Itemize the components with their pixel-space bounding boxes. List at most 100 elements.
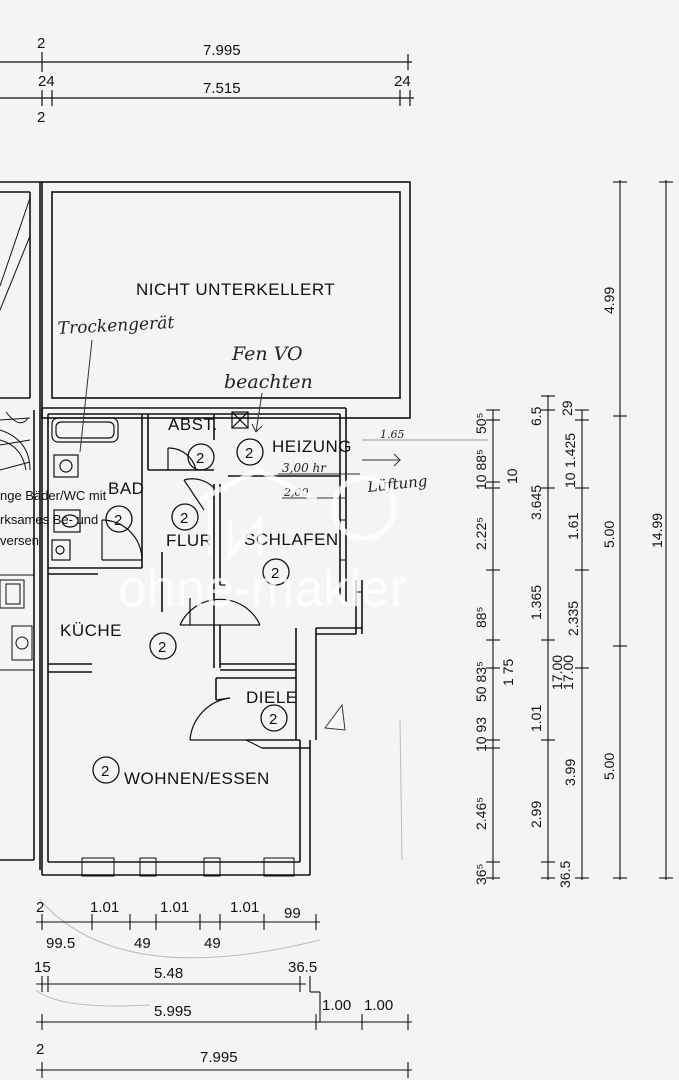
dim-c1-1: 10 88⁵ bbox=[473, 449, 489, 490]
marker-schlafen: 2 bbox=[271, 565, 279, 582]
bottom-r2-b: 49 bbox=[134, 935, 151, 952]
bathtub-icon bbox=[51, 417, 119, 443]
dim-c1-6: 2.46⁵ bbox=[473, 797, 489, 830]
bottom-r4-c: 1.00 bbox=[364, 997, 393, 1014]
toilet-icon bbox=[53, 509, 81, 533]
note-fen-vo-2: beachten bbox=[224, 371, 313, 393]
bottom-r1-d: 99 bbox=[284, 905, 301, 922]
bottom-r3-a: 5.48 bbox=[154, 965, 183, 982]
washing-machine-icon bbox=[53, 454, 79, 478]
dim-ticks-right bbox=[486, 181, 673, 879]
bottom-r5-start: 2 bbox=[36, 1041, 44, 1058]
note-h300: 3,00 hr bbox=[282, 461, 327, 475]
top-dim-b-left: 24 bbox=[38, 73, 55, 90]
dim-c4-3: 2.335 bbox=[565, 601, 581, 636]
neighbor-note-line1: nge Bäder/WC mit bbox=[0, 488, 107, 503]
room-markers bbox=[92, 438, 290, 784]
right-dimension-lines bbox=[486, 180, 673, 880]
neighbor-fixtures bbox=[0, 197, 34, 671]
bottom-r5-a: 7.995 bbox=[200, 1049, 238, 1066]
dim-c1-4: 50 83⁵ bbox=[473, 661, 489, 702]
dim-c2-3: 1.01 bbox=[528, 705, 544, 732]
dim-c1-2: 2.22⁵ bbox=[473, 517, 489, 550]
room-flur: FLUR bbox=[166, 531, 212, 550]
dim-c2-5: 36.5 bbox=[557, 861, 573, 888]
pencil-annotations bbox=[35, 339, 488, 1007]
dim-c3-2: 1.365 bbox=[528, 585, 544, 620]
top-dim-b-value: 7.515 bbox=[203, 80, 241, 97]
note-trockengeraet: Trockengerät bbox=[57, 313, 175, 339]
top-dimensions bbox=[0, 52, 414, 106]
neighbor-note-line2: rksames Be- und bbox=[0, 512, 98, 527]
note-lueftung: Lüftung bbox=[366, 472, 429, 496]
bottom-r1-start: 2 bbox=[36, 899, 44, 916]
dim-c1-7: 36⁵ bbox=[473, 864, 489, 885]
marker-diele: 2 bbox=[269, 711, 277, 728]
bottom-r4-a: 5.995 bbox=[154, 1003, 192, 1020]
doors bbox=[101, 447, 263, 749]
dim-c2-0: 6.5 bbox=[528, 406, 544, 426]
watermark-logo-icon bbox=[198, 467, 397, 562]
marker-kueche: 2 bbox=[158, 639, 166, 656]
dim-c1-3: 88⁵ bbox=[473, 607, 489, 628]
room-abst: ABST. bbox=[168, 415, 218, 434]
dim-c1-0: 50⁵ bbox=[473, 413, 489, 434]
dim-c4-0: 1.425 bbox=[562, 433, 578, 468]
marker-circle-heizung bbox=[236, 438, 264, 466]
top-dim-c-small: 2 bbox=[37, 109, 45, 126]
room-diele: DIELE bbox=[246, 688, 298, 707]
bottom-r1-b: 1.01 bbox=[160, 899, 189, 916]
dim-c2-4: 2.99 bbox=[528, 801, 544, 828]
bottom-r1-a: 1.01 bbox=[90, 899, 119, 916]
bottom-dimension-lines bbox=[36, 914, 412, 1078]
top-dim-a-small: 2 bbox=[37, 35, 45, 52]
room-nicht-unterkellert: NICHT UNTERKELLERT bbox=[136, 280, 335, 299]
marker-circle-abst bbox=[187, 443, 215, 471]
dim-c1-5: 10 93 bbox=[473, 717, 489, 752]
marker-circle-bad bbox=[105, 505, 133, 533]
watermark-text: ohne-makler bbox=[118, 560, 407, 618]
bottom-r1-c: 1.01 bbox=[230, 899, 259, 916]
room-heizung: HEIZUNG bbox=[272, 437, 352, 456]
bottom-r2-a: 99.5 bbox=[46, 935, 75, 952]
room-kueche: KÜCHE bbox=[60, 621, 122, 640]
dim-c3-3: 17.00 bbox=[560, 655, 576, 690]
room-schlafen: SCHLAFEN bbox=[244, 530, 339, 549]
dim-c6-0: 14.99 bbox=[649, 513, 665, 548]
walls bbox=[0, 181, 411, 876]
dim-c3-0: 29 bbox=[559, 400, 575, 416]
bottom-r3-start: 15 bbox=[34, 959, 51, 976]
dim-c2-2: 1 75 bbox=[500, 659, 516, 686]
bottom-r4-b: 1.00 bbox=[322, 997, 351, 1014]
dim-c4-1: 10 bbox=[562, 472, 578, 488]
dim-c4-2: 1.61 bbox=[565, 513, 581, 540]
dim-c3-4: 3.99 bbox=[562, 759, 578, 786]
dim-c3-1: 3.645 bbox=[528, 485, 544, 520]
bottom-r3-b: 36.5 bbox=[288, 959, 317, 976]
room-wohnen-essen: WOHNEN/ESSEN bbox=[124, 769, 270, 788]
marker-circle-schlafen bbox=[262, 558, 290, 586]
dim-c5-1: 5.00 bbox=[601, 521, 617, 548]
neighbor-note-line3: versen bbox=[0, 533, 39, 548]
marker-heizung: 2 bbox=[245, 445, 253, 462]
marker-circle-wohnen bbox=[92, 756, 120, 784]
room-bad: BAD bbox=[108, 479, 144, 498]
top-dim-a-value: 7.995 bbox=[203, 42, 241, 59]
marker-flur: 2 bbox=[180, 510, 188, 527]
marker-circle-diele bbox=[260, 704, 288, 732]
dim-c4-4: 17.00 bbox=[549, 655, 565, 690]
bathroom-fixtures bbox=[51, 411, 249, 561]
note-h200: 2,00 bbox=[283, 486, 309, 499]
marker-bad: 2 bbox=[114, 512, 122, 529]
bottom-r2-c: 49 bbox=[204, 935, 221, 952]
sink-icon bbox=[51, 539, 71, 561]
note-fen-vo-1: Fen VO bbox=[231, 343, 303, 365]
windows bbox=[81, 519, 362, 877]
chimney-icon bbox=[231, 411, 249, 429]
dim-c5-2: 5.00 bbox=[601, 753, 617, 780]
marker-abst: 2 bbox=[196, 450, 204, 467]
marker-circle-flur bbox=[171, 503, 199, 531]
marker-circle-kueche bbox=[149, 632, 177, 660]
marker-wohnen: 2 bbox=[101, 763, 109, 780]
